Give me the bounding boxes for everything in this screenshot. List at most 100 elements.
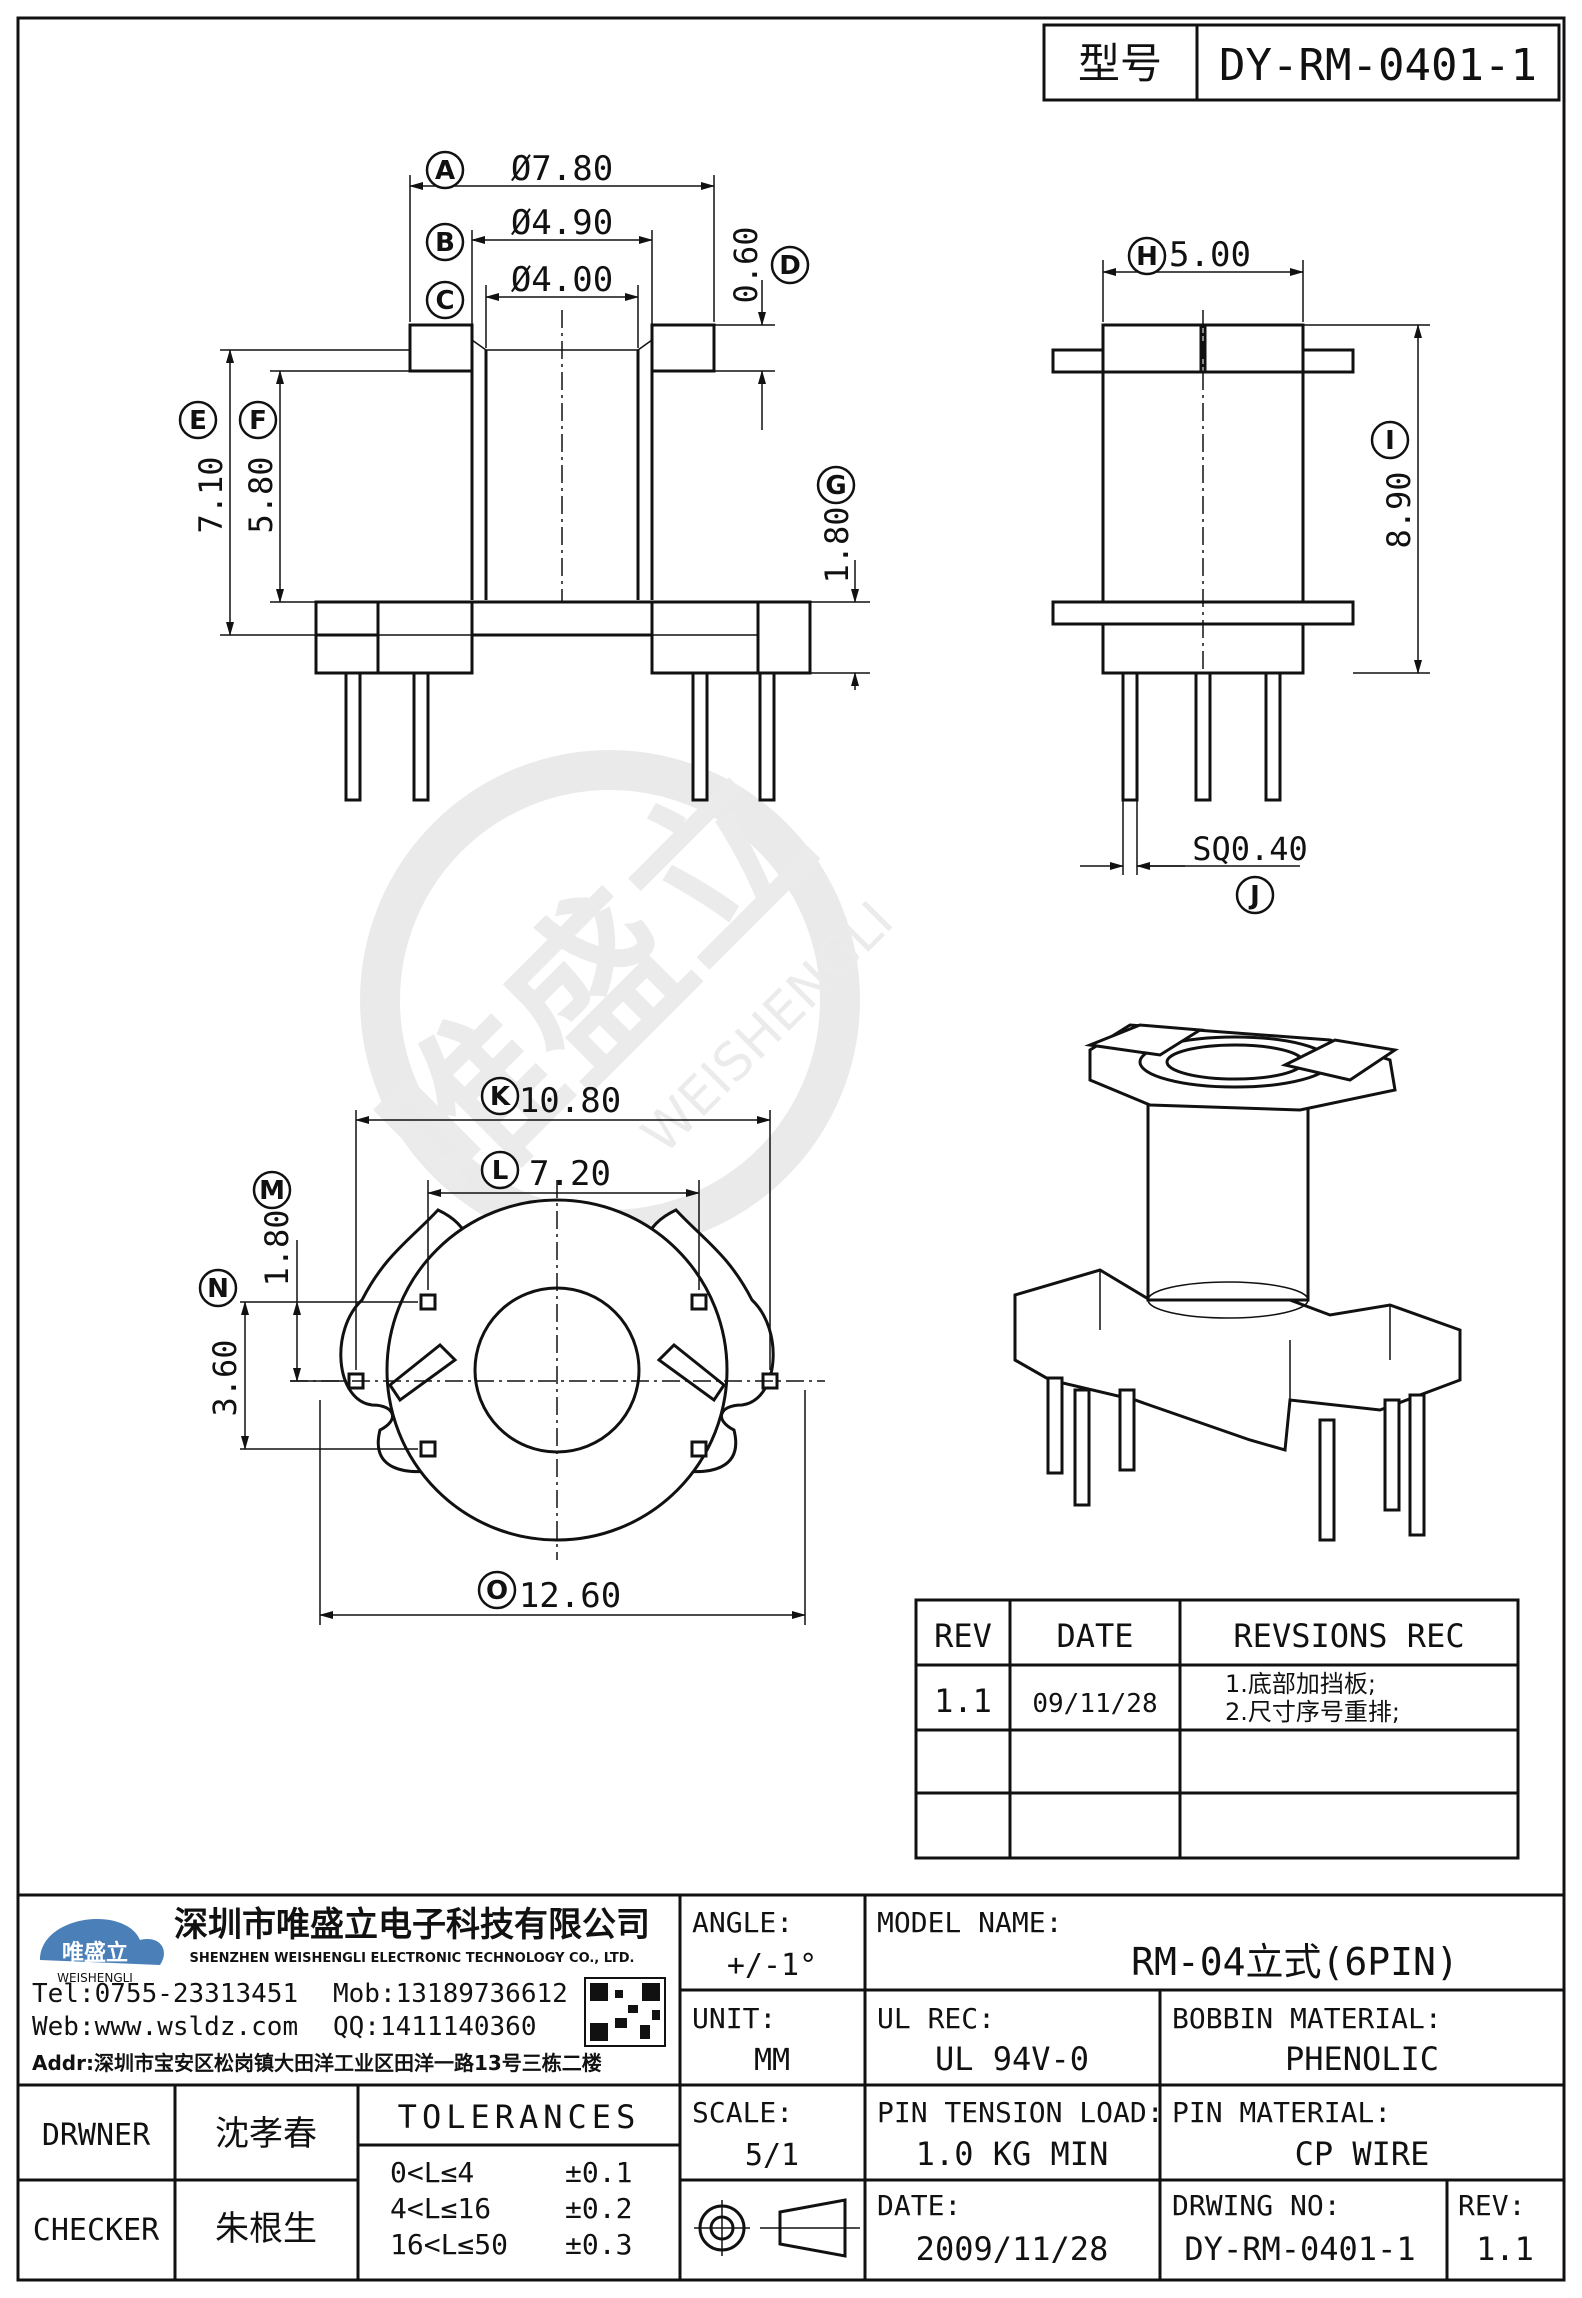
pin-material-value: CP WIRE — [1295, 2135, 1430, 2173]
balloon-j: J — [1235, 875, 1275, 915]
drawing-no-value: DY-RM-0401-1 — [1184, 2230, 1415, 2268]
tol-value-3: ±0.3 — [565, 2228, 632, 2261]
dim-G: 1.80 — [818, 506, 856, 583]
dim-F: 5.80 — [242, 456, 280, 533]
pin-material-label: PIN MATERIAL: — [1172, 2096, 1391, 2129]
tolerances-label: TOLERANCES — [398, 2098, 641, 2136]
logo-cn: 唯盛立 — [62, 1940, 128, 1966]
company-name-en: SHENZHEN WEISHENGLI ELECTRONIC TECHNOLOG… — [189, 1951, 634, 1966]
balloon-c: C — [425, 280, 465, 320]
revision-table: REV DATE REVSIONS REC 1.1 09/11/28 1.底部加… — [914, 1598, 1520, 1860]
dim-J: SQ0.40 — [1192, 830, 1308, 868]
balloon-letter: M — [259, 1176, 285, 1206]
dim-I: 8.90 — [1380, 471, 1418, 548]
side-view: 5.00 8.90 SQ0.40 — [1051, 235, 1430, 875]
drawer-label: DRWNER — [42, 2118, 151, 2153]
rev-value: 1.1 — [1476, 2230, 1534, 2268]
company-logo: 唯盛立 WEISHENGLI — [40, 1918, 164, 1985]
dim-H: 5.00 — [1169, 235, 1251, 275]
scale-value: 5/1 — [745, 2138, 799, 2173]
balloon-letter: H — [1136, 242, 1158, 272]
projection-symbol-icon — [694, 2198, 860, 2258]
tol-value-1: ±0.1 — [565, 2156, 632, 2189]
title-block: 唯盛立 WEISHENGLI 深圳市唯盛立电子科技有限公司 SHENZHEN W… — [16, 1893, 1566, 2282]
rev-header-rec: REVSIONS REC — [1233, 1617, 1464, 1655]
checker-value: 朱根生 — [215, 2209, 317, 2249]
balloon-d: D — [770, 245, 810, 285]
balloon-letter: J — [1248, 881, 1260, 911]
balloon-letter: A — [435, 156, 455, 186]
balloon-i: I — [1370, 420, 1410, 460]
model-number: DY-RM-0401-1 — [1219, 40, 1537, 91]
ul-rec-label: UL REC: — [877, 2002, 995, 2035]
bottom-view: 10.80 7.20 1.80 3.60 12.60 — [206, 1081, 825, 1625]
rev-row-rec-1: 1.底部加挡板; — [1225, 1670, 1376, 1698]
drawing-no-label: DRWING NO: — [1172, 2189, 1341, 2222]
dim-M: 1.80 — [258, 1209, 296, 1286]
company-qq: QQ:1411140360 — [333, 2012, 537, 2042]
balloon-letter: F — [249, 406, 267, 436]
balloon-letter: G — [825, 471, 846, 501]
balloon-letter: C — [435, 286, 454, 316]
dim-K: 10.80 — [519, 1081, 621, 1121]
rev-label: REV: — [1458, 2189, 1525, 2222]
rev-row-rev: 1.1 — [934, 1682, 992, 1720]
checker-label: CHECKER — [33, 2213, 160, 2248]
balloon-m: M — [252, 1170, 292, 1210]
balloon-k: K — [480, 1076, 520, 1116]
bobbin-material-label: BOBBIN MATERIAL: — [1172, 2002, 1442, 2035]
ul-rec-value: UL 94V-0 — [935, 2040, 1089, 2078]
balloon-e: E — [178, 400, 218, 440]
model-box: 型号 DY-RM-0401-1 — [1042, 23, 1561, 102]
company-mob: Mob:13189736612 — [333, 1979, 568, 2009]
isometric-view — [1013, 1023, 1462, 1542]
watermark: 唯盛立 WEISHENGLI — [347, 737, 905, 1250]
balloon-l: L — [480, 1150, 520, 1190]
balloon-n: N — [198, 1268, 238, 1308]
balloon-letter: N — [207, 1274, 229, 1304]
date-value: 2009/11/28 — [916, 2230, 1109, 2268]
scale-label: SCALE: — [692, 2096, 793, 2129]
unit-label: UNIT: — [692, 2002, 776, 2035]
dimension-balloons: A BC D E F G H I J K L M N O — [178, 150, 1410, 1610]
rev-row-rec-2: 2.尺寸序号重排; — [1225, 1698, 1400, 1726]
company-tel: Tel:0755-23313451 — [32, 1979, 298, 2009]
front-view: Ø7.80 Ø4.90 Ø4.00 0.60 7.10 5.80 1.80 — [192, 149, 870, 802]
balloon-f: F — [238, 400, 278, 440]
dim-A: Ø7.80 — [511, 149, 613, 189]
balloon-g: G — [816, 465, 856, 505]
angle-value: +/-1° — [727, 1948, 817, 1983]
balloon-letter: E — [189, 406, 207, 436]
drawer-value: 沈孝春 — [215, 2114, 317, 2154]
rev-header-date: DATE — [1056, 1617, 1133, 1655]
dim-L: 7.20 — [529, 1154, 611, 1194]
pin-tension-label: PIN TENSION LOAD: — [877, 2096, 1164, 2129]
company-web: Web:www.wsldz.com — [32, 2012, 298, 2042]
dim-N: 3.60 — [206, 1339, 244, 1416]
balloon-h: H — [1127, 236, 1167, 276]
dim-C: Ø4.00 — [511, 260, 613, 300]
balloon-letter: D — [779, 251, 801, 281]
balloon-letter: L — [492, 1156, 509, 1186]
rev-header-rev: REV — [934, 1617, 992, 1655]
balloon-letter: K — [490, 1082, 511, 1112]
company-addr: Addr:深圳市宝安区松岗镇大田洋工业区田洋一路13号三栋二楼 — [32, 2051, 602, 2075]
tol-range-1: 0<L≤4 — [390, 2156, 474, 2189]
dim-O: 12.60 — [519, 1576, 621, 1616]
tol-range-3: 16<L≤50 — [390, 2228, 508, 2261]
balloon-b: B — [425, 222, 465, 262]
model-label: 型号 — [1078, 39, 1162, 88]
tol-range-2: 4<L≤16 — [390, 2192, 491, 2225]
balloon-letter: O — [486, 1576, 508, 1606]
balloon-o: O — [477, 1570, 517, 1610]
dim-B: Ø4.90 — [511, 203, 613, 243]
company-name-cn: 深圳市唯盛立电子科技有限公司 — [174, 1905, 650, 1945]
dim-D: 0.60 — [727, 226, 765, 303]
model-name-value: RM-04立式(6PIN) — [1131, 1940, 1459, 1984]
qr-code — [584, 1977, 666, 2047]
bobbin-material-value: PHENOLIC — [1285, 2040, 1439, 2078]
balloon-letter: B — [435, 228, 455, 258]
tol-value-2: ±0.2 — [565, 2192, 632, 2225]
model-name-label: MODEL NAME: — [877, 1906, 1062, 1939]
